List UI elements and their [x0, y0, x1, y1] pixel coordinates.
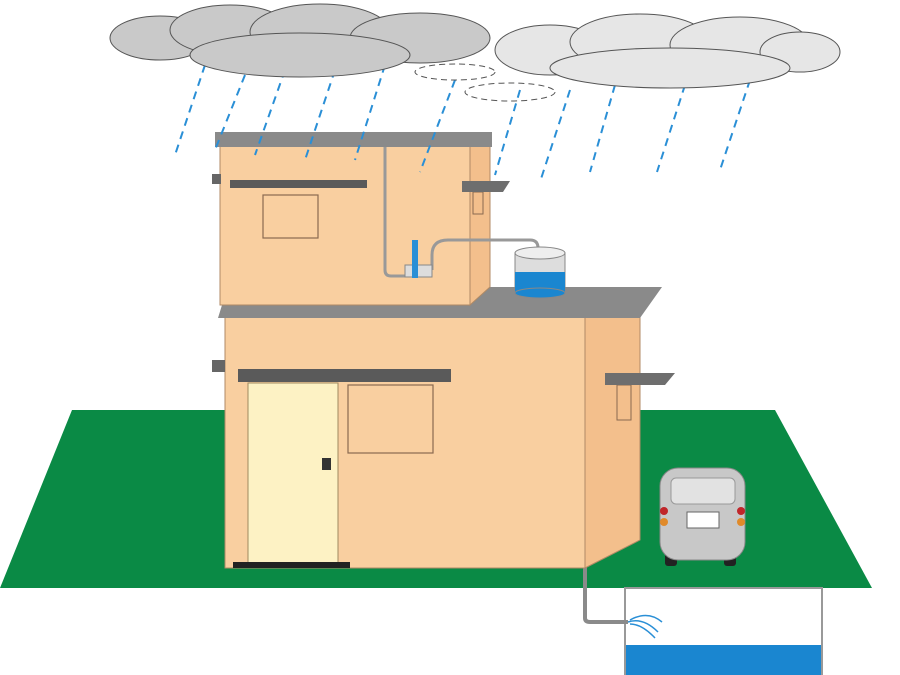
car: [659, 467, 746, 566]
door-handle[interactable]: [322, 458, 331, 470]
side-shade-upper: [462, 181, 510, 192]
wall-hook-lower: [212, 360, 225, 372]
cloud-left: [109, 3, 491, 78]
window-upper: [262, 194, 319, 239]
wall-hook-upper: [212, 174, 221, 184]
stored-water: [626, 645, 821, 675]
filter-unit: [404, 264, 433, 278]
side-shade-lower: [605, 373, 675, 385]
water-splash: [627, 614, 663, 639]
roof-pipe: [383, 147, 540, 278]
lower-building-side: [584, 304, 641, 569]
upper-roof: [215, 132, 492, 147]
door-shade: [238, 369, 451, 382]
upper-building-side: [469, 139, 491, 307]
rain: [174, 64, 751, 183]
filter-pipe: [412, 240, 418, 278]
cloud-right: [494, 13, 841, 89]
window-lower: [347, 384, 434, 454]
underground-tank: [624, 587, 823, 675]
downpipe: [583, 316, 628, 624]
window-shade-upper: [230, 180, 367, 188]
rooftop-tank: [514, 246, 566, 299]
door[interactable]: [247, 382, 339, 566]
cloud-wisps: [414, 63, 556, 102]
upper-building-front: [219, 145, 471, 306]
door-step: [233, 562, 350, 568]
